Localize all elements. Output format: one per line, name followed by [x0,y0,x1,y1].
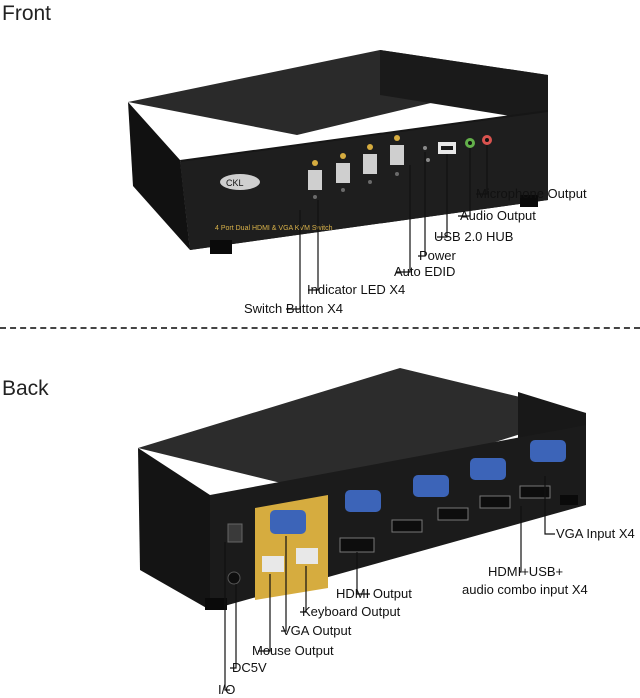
front-section-title: Front [2,2,52,25]
label-auto-edid: Auto EDID [394,264,456,279]
panel-text: 4 Port Dual HDMI & VGA KVM Switch [215,225,333,232]
keyboard-output-port[interactable] [296,548,318,564]
label-switch-button: Switch Button X4 [244,301,343,316]
vga-output-port[interactable] [270,510,306,534]
brand-logo [220,174,260,190]
label-dc5v: DC5V [232,660,267,675]
hdmi-input-1[interactable] [391,519,423,533]
hdmi-input-3[interactable] [479,495,511,509]
label-hdmi-output: HDMI Output [336,586,412,601]
label-audio-output: Audio Output [460,208,536,223]
input-column-1 [345,490,381,512]
vga-input-4[interactable] [530,440,566,462]
label-hdmi-usb-combo-1: HDMI+USB+ [488,564,564,579]
input-column-4 [519,440,566,499]
switch-button-3[interactable] [363,154,377,174]
hdmi-input-4[interactable] [519,485,551,499]
indicator-led-1 [313,195,317,199]
label-keyboard-output: Keyboard Output [302,604,401,619]
label-usb-hub: USB 2.0 HUB [434,229,514,244]
input-column-3 [470,458,511,509]
vga-input-2[interactable] [413,475,449,497]
label-hdmi-usb-combo-2: audio combo input X4 [462,582,588,597]
power-led [423,146,427,150]
input-column-2 [391,475,469,533]
hdmi-input-2[interactable] [437,507,469,521]
label-indicator-led: Indicator LED X4 [307,282,406,297]
front-device: CKL 4 Port Dual HDMI & VGA KVM Switch [128,50,548,254]
section-divider [0,327,640,329]
label-vga-input: VGA Input X4 [556,526,635,541]
io-switch[interactable] [227,523,243,543]
vga-input-1[interactable] [345,490,381,512]
vga-input-3[interactable] [470,458,506,480]
label-io: I/O [218,682,236,697]
switch-button-2[interactable] [336,163,350,183]
brand-logo-text: CKL [226,178,244,188]
label-vga-output: VGA Output [282,623,352,638]
mouse-output-port[interactable] [262,556,284,572]
indicator-led-3 [368,180,372,184]
switch-button-4[interactable] [390,145,404,165]
label-power: Power [419,248,456,263]
dc5v-jack[interactable] [227,571,241,585]
back-leader-lines [224,476,555,691]
auto-edid-led [426,158,430,162]
hdmi-output-port[interactable] [339,537,375,553]
label-microphone-output: Microphone Output [476,186,587,201]
back-device [138,368,586,610]
label-mouse-output: Mouse Output [252,643,334,658]
back-section-title: Back [2,377,49,400]
switch-button-1[interactable] [308,170,322,190]
indicator-led-2 [341,188,345,192]
indicator-led-4 [395,172,399,176]
front-leader-lines [286,145,488,310]
